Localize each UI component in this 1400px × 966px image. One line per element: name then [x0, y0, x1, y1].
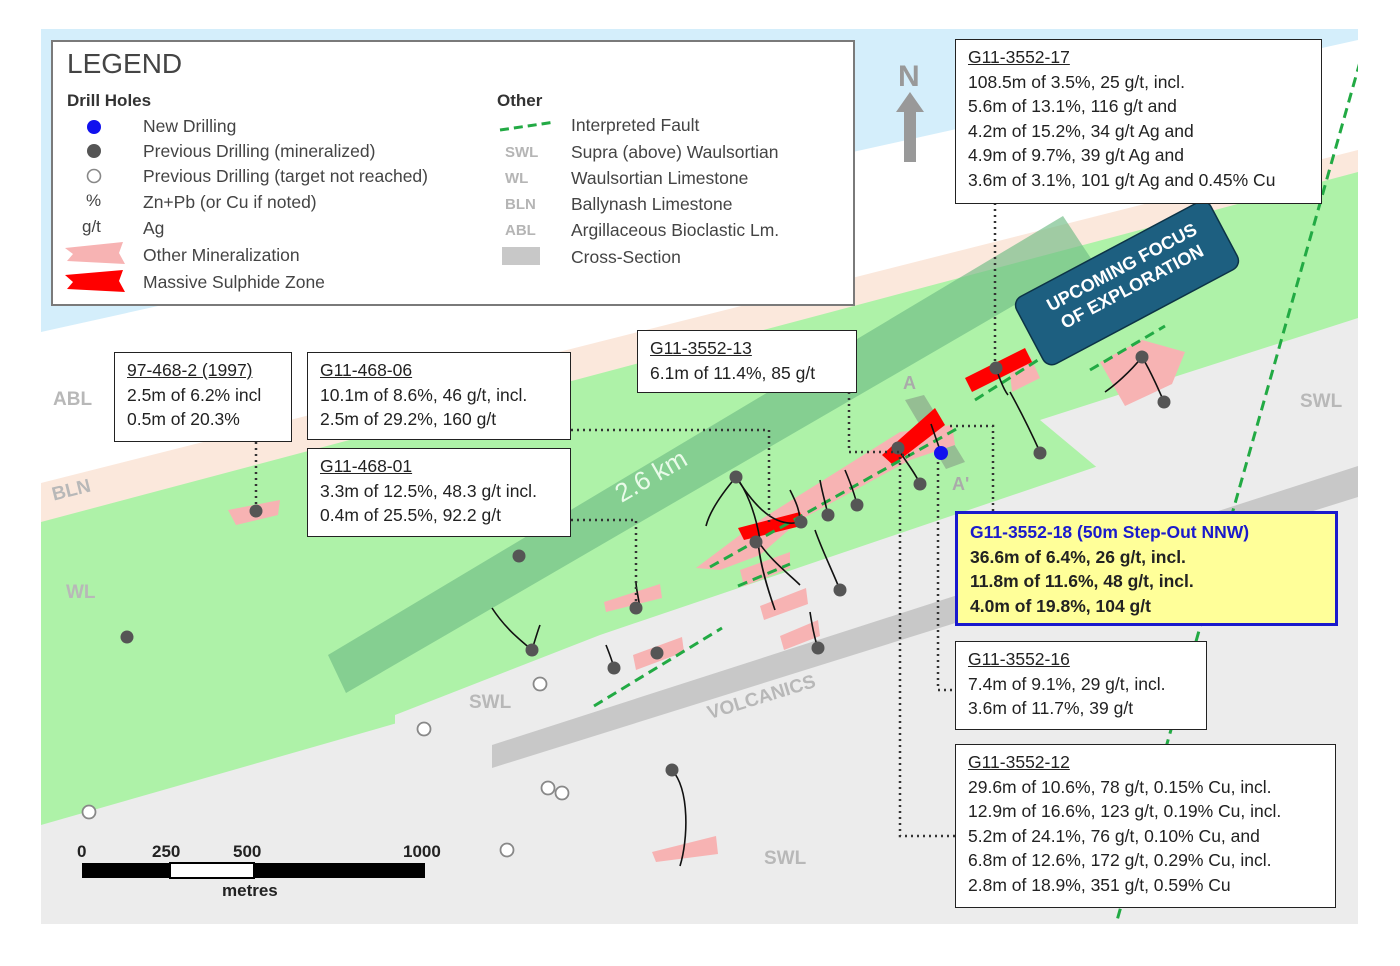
- callout-g11-468-01: G11-468-01 3.3m of 12.5%, 48.3 g/t incl.…: [307, 448, 571, 537]
- callout-g11-3552-16: G11-3552-16 7.4m of 9.1%, 29 g/t, incl. …: [955, 641, 1207, 730]
- legend-code-bln: BLN: [505, 196, 536, 213]
- new-drilling-hole: [934, 446, 948, 460]
- swl-unit-middle: [395, 378, 1358, 790]
- callout-line: 4.9m of 9.7%, 39 g/t Ag and: [968, 145, 1184, 166]
- legend-panel: LEGEND Drill Holes Other % g/t New Drill…: [51, 40, 855, 306]
- callout-line: 3.3m of 12.5%, 48.3 g/t incl.: [320, 480, 537, 501]
- callout-title: G11-3552-16: [968, 649, 1070, 669]
- scale-bar-graphic: [82, 862, 425, 879]
- label-swl-bottom: SWL: [764, 848, 807, 869]
- callout-97-468-2: 97-468-2 (1997) 2.5m of 6.2% incl 0.5m o…: [114, 352, 292, 442]
- legend-bln: Ballynash Limestone: [571, 194, 733, 214]
- cross-section-band: [328, 216, 1092, 693]
- scale-tick-250: 250: [152, 842, 181, 861]
- callout-line: 36.6m of 6.4%, 26 g/t, incl.: [970, 546, 1186, 567]
- label-section-a: A: [903, 373, 916, 393]
- callout-g11-468-06: G11-468-06 10.1m of 8.6%, 46 g/t, incl. …: [307, 352, 571, 440]
- scale-tick-0: 0: [77, 842, 87, 861]
- label-swl-right: SWL: [1300, 391, 1343, 412]
- legend-other-heading: Other: [497, 91, 543, 110]
- callout-line: 29.6m of 10.6%, 78 g/t, 0.15% Cu, incl.: [968, 776, 1272, 797]
- swl-unit-upper: [1040, 318, 1358, 470]
- callout-g11-3552-13: G11-3552-13 6.1m of 11.4%, 85 g/t: [637, 330, 857, 393]
- previous-drilling-mineralized: [120, 350, 1171, 777]
- callout-line: 12.9m of 16.6%, 123 g/t, 0.19% Cu, incl.: [968, 801, 1282, 822]
- legend-title: LEGEND: [67, 48, 183, 79]
- legend-other-mineralization: Other Mineralization: [143, 245, 300, 265]
- legend-new-drilling: New Drilling: [143, 116, 237, 136]
- callout-line: 5.6m of 13.1%, 116 g/t and: [968, 96, 1177, 117]
- callout-line: 5.2m of 24.1%, 76 g/t, 0.10% Cu, and: [968, 825, 1260, 846]
- legend-abl: Argillaceous Bioclastic Lm.: [571, 220, 780, 240]
- callout-line: 3.6m of 3.1%, 101 g/t Ag and 0.45% Cu: [968, 169, 1276, 190]
- callout-g11-3552-12: G11-3552-12 29.6m of 10.6%, 78 g/t, 0.15…: [955, 744, 1336, 908]
- legend-ag: Ag: [143, 218, 165, 238]
- callout-title: G11-3552-18 (50m Step-Out NNW): [970, 522, 1250, 542]
- callout-title: G11-3552-12: [968, 752, 1070, 772]
- callout-line: 2.8m of 18.9%, 351 g/t, 0.59% Cu: [968, 874, 1231, 895]
- callout-title: 97-468-2 (1997): [127, 360, 253, 380]
- legend-code-abl: ABL: [505, 222, 536, 239]
- legend-symbols: [65, 120, 556, 292]
- callout-line: 2.5m of 29.2%, 160 g/t: [320, 409, 497, 430]
- scale-tick-500: 500: [233, 842, 262, 861]
- upcoming-focus-box: [1014, 200, 1240, 366]
- legend-swl: Supra (above) Waulsortian: [571, 142, 779, 162]
- callout-line: 4.0m of 19.8%, 104 g/t: [970, 595, 1151, 616]
- legend-symbol-percent: %: [86, 191, 102, 210]
- label-wl: WL: [66, 582, 96, 603]
- callout-line: 7.4m of 9.1%, 29 g/t, incl.: [968, 673, 1166, 694]
- callout-line: 0.4m of 25.5%, 92.2 g/t: [320, 505, 501, 526]
- callout-title: G11-468-01: [320, 456, 413, 476]
- callout-title: G11-3552-17: [968, 47, 1070, 67]
- callout-line: 108.5m of 3.5%, 25 g/t, incl.: [968, 71, 1185, 92]
- legend-code-wl: WL: [505, 170, 529, 187]
- label-swl-middle: SWL: [469, 692, 512, 713]
- legend-code-swl: SWL: [505, 144, 539, 161]
- label-section-a-prime: A': [952, 474, 970, 494]
- legend-massive-sulphide: Massive Sulphide Zone: [143, 272, 325, 292]
- callout-title: G11-3552-13: [650, 338, 752, 358]
- leader-lines: [254, 203, 997, 838]
- callout-line: 0.5m of 20.3%: [127, 409, 240, 430]
- legend-previous-not-reached: Previous Drilling (target not reached): [143, 166, 428, 186]
- north-arrow: [896, 92, 924, 162]
- legend-drill-holes-heading: Drill Holes: [67, 91, 152, 110]
- callout-line: 11.8m of 11.6%, 48 g/t, incl.: [970, 571, 1194, 592]
- callout-line: 6.1m of 11.4%, 85 g/t: [650, 362, 816, 383]
- legend-symbol-gt: g/t: [82, 217, 101, 236]
- scale-unit: metres: [222, 881, 278, 900]
- callout-title: G11-468-06: [320, 360, 413, 380]
- legend-previous-mineralized: Previous Drilling (mineralized): [143, 141, 376, 161]
- legend-wl: Waulsortian Limestone: [571, 168, 749, 188]
- callout-line: 3.6m of 11.7%, 39 g/t: [968, 698, 1134, 719]
- previous-drilling-not-reached: [81, 676, 570, 858]
- scale-tick-1000: 1000: [403, 842, 441, 861]
- callout-line: 2.5m of 6.2% incl: [127, 384, 262, 405]
- legend-cross-section: Cross-Section: [571, 247, 681, 267]
- callout-g11-3552-17: G11-3552-17 108.5m of 3.5%, 25 g/t, incl…: [955, 39, 1322, 204]
- callout-line: 10.1m of 8.6%, 46 g/t, incl.: [320, 384, 528, 405]
- legend-znpb: Zn+Pb (or Cu if noted): [143, 192, 317, 212]
- legend-interpreted-fault: Interpreted Fault: [571, 115, 700, 135]
- callout-line: 4.2m of 15.2%, 34 g/t Ag and: [968, 120, 1194, 141]
- callout-g11-3552-18: G11-3552-18 (50m Step-Out NNW) 36.6m of …: [955, 511, 1338, 626]
- label-abl: ABL: [53, 389, 93, 410]
- callout-line: 6.8m of 12.6%, 172 g/t, 0.29% Cu, incl.: [968, 850, 1272, 871]
- label-north: N: [898, 60, 920, 93]
